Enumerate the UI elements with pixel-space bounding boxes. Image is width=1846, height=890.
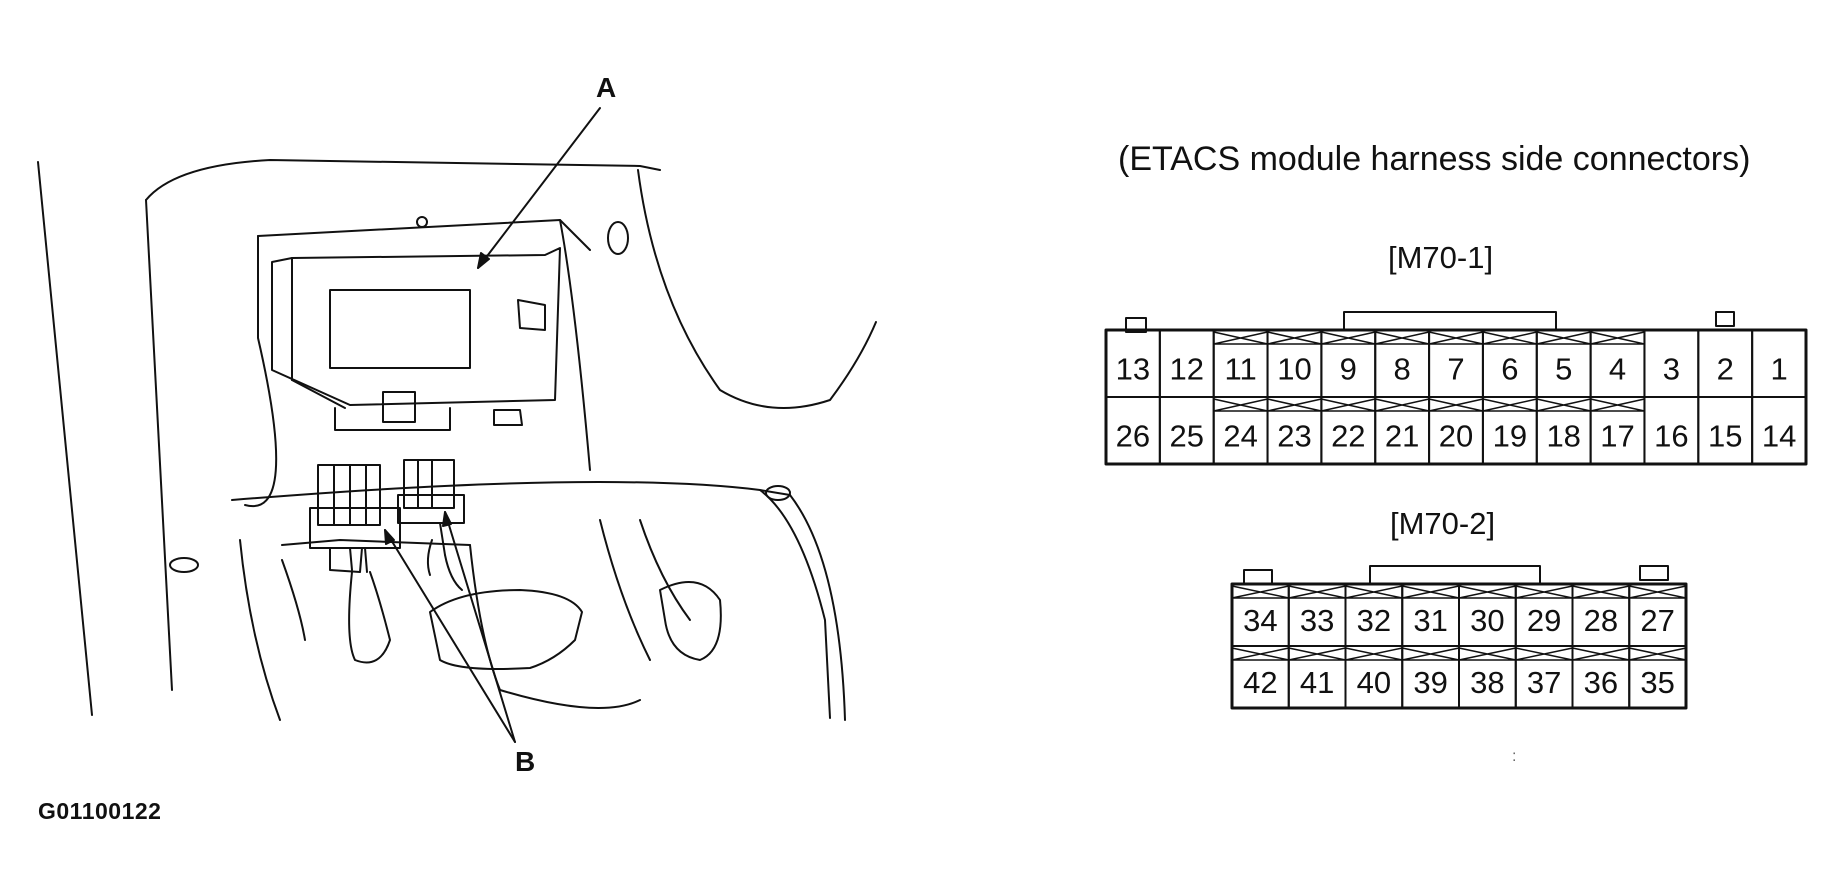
m70-1-pin-key-mark: [1320, 398, 1376, 412]
m70-2-pin-key-mark: [1628, 647, 1687, 661]
m70-2-pin-number: 41: [1300, 665, 1334, 700]
m70-1-pin-key-mark: [1589, 331, 1646, 345]
callout-a: A: [596, 72, 617, 103]
m70-2-pin-number: 33: [1300, 603, 1334, 638]
m70-2-pin-key-mark: [1344, 647, 1403, 661]
m70-1-pin-key-mark: [1589, 398, 1646, 412]
m70-1-pin-key-mark: [1428, 398, 1484, 412]
m70-2-pin-key-mark: [1458, 647, 1517, 661]
m70-2-pin-key-mark: [1231, 647, 1290, 661]
m70-2-pin-number: 29: [1527, 603, 1561, 638]
m70-1-pin-key-mark: [1212, 398, 1269, 412]
m70-2-pin-number: 35: [1640, 665, 1674, 700]
m70-2-pin-number: 30: [1470, 603, 1504, 638]
harness-connectors: [309, 459, 465, 664]
m70-2-pin-key-mark: [1628, 585, 1687, 599]
m70-1-pin-number: 24: [1223, 419, 1257, 454]
m70-2-pin-number: 34: [1243, 603, 1277, 638]
m70-1-label: [M70-1]: [1388, 240, 1494, 275]
m70-1-pin-number: 22: [1331, 419, 1365, 454]
m70-1-pin-key-mark: [1536, 331, 1592, 345]
m70-1-pin-number: 21: [1385, 419, 1419, 454]
m70-2-label: [M70-2]: [1390, 506, 1496, 541]
m70-2-pin-cell: [1628, 645, 1687, 709]
m70-2-pin-key-mark: [1288, 647, 1347, 661]
m70-1-pin-key-mark: [1536, 398, 1592, 412]
m70-1-pin-number: 26: [1116, 419, 1150, 454]
m70-2-pin-number: 39: [1413, 665, 1447, 700]
m70-2-pin-number: 28: [1584, 603, 1618, 638]
etacs-module: [271, 247, 561, 431]
m70-2-pin-number: 38: [1470, 665, 1504, 700]
callout-a-arrow: [477, 107, 601, 269]
m70-2-pin-key-mark: [1344, 585, 1403, 599]
m70-1-pin-number: 7: [1447, 352, 1464, 387]
m70-1-pin-number: 10: [1277, 352, 1311, 387]
m70-2-pin-key-mark: [1401, 585, 1460, 599]
m70-2-pin-key-mark: [1515, 585, 1574, 599]
m70-1-pin-number: 5: [1555, 352, 1572, 387]
m70-2-pin-key-mark: [1458, 585, 1517, 599]
m70-1-pin-key-mark: [1320, 331, 1376, 345]
m70-2-pin-number: 31: [1413, 603, 1447, 638]
m70-1-pin-key-mark: [1482, 331, 1538, 345]
m70-1-pin-number: 11: [1225, 352, 1257, 387]
m70-2-pin-key-mark: [1571, 647, 1630, 661]
m70-1-pin-number: 3: [1663, 352, 1680, 387]
m70-1-pin-number: 20: [1439, 419, 1473, 454]
m70-1-pin-number: 19: [1493, 419, 1527, 454]
m70-1-pin-number: 18: [1546, 419, 1580, 454]
m70-1-pin-number: 17: [1600, 419, 1634, 454]
m70-1-pin-number: 4: [1609, 352, 1626, 387]
m70-1-pin-key-mark: [1374, 331, 1430, 345]
m70-1-pin-number: 9: [1340, 352, 1357, 387]
m70-1-pin-key-mark: [1266, 331, 1323, 345]
m70-2-pin-number: 32: [1357, 603, 1391, 638]
m70-1-pin-number: 2: [1717, 352, 1734, 387]
figure-code: G01100122: [38, 798, 162, 824]
m70-1-pin-key-mark: [1212, 331, 1269, 345]
m70-2-pin-number: 27: [1640, 603, 1674, 638]
m70-1-pin-number: 15: [1708, 419, 1742, 454]
m70-2-pin-number: 40: [1357, 665, 1391, 700]
m70-1-pin-key-mark: [1482, 398, 1538, 412]
m70-1-pin-number: 23: [1277, 419, 1311, 454]
m70-1-pin-cell: [1751, 396, 1807, 465]
callout-b-arrows: [384, 511, 516, 743]
m70-1-pin-number: 1: [1770, 352, 1787, 387]
m70-1-pin-key-mark: [1428, 331, 1484, 345]
m70-1-pin-number: 25: [1170, 419, 1204, 454]
m70-2-connector: 34 33 32 31 30 29 28 27 42 41 40 39 38 37 36 35: [1230, 565, 1688, 710]
m70-1-pin-number: 8: [1394, 352, 1411, 387]
m70-2-pin-key-mark: [1571, 585, 1630, 599]
m70-1-pin-key-mark: [1266, 398, 1323, 412]
m70-2-pin-key-mark: [1401, 647, 1460, 661]
m70-2-pin-key-mark: [1288, 585, 1347, 599]
m70-2-pin-grid: 34 33 32 31 30 29 28 27 42 41 40 39 38 37 36 35: [1231, 583, 1687, 709]
m70-2-pin-key-mark: [1231, 585, 1290, 599]
stray-mark: :: [1512, 748, 1517, 765]
m70-2-pin-key-mark: [1515, 647, 1574, 661]
m70-1-pin-key-mark: [1374, 398, 1430, 412]
m70-2-pin-number: 42: [1243, 665, 1277, 700]
connectors-title: (ETACS module harness side connectors): [1118, 140, 1751, 178]
m70-1-pin-number: 16: [1654, 419, 1688, 454]
m70-1-pin-number: 12: [1170, 352, 1204, 387]
m70-1-pin-number: 6: [1501, 352, 1518, 387]
m70-2-pin-number: 36: [1584, 665, 1618, 700]
m70-1-pin-number: 13: [1116, 352, 1150, 387]
callout-b: B: [515, 746, 536, 777]
dash-panel-drawing: [37, 107, 877, 743]
m70-2-pin-number: 37: [1527, 665, 1561, 700]
m70-1-pin-number: 14: [1762, 419, 1796, 454]
